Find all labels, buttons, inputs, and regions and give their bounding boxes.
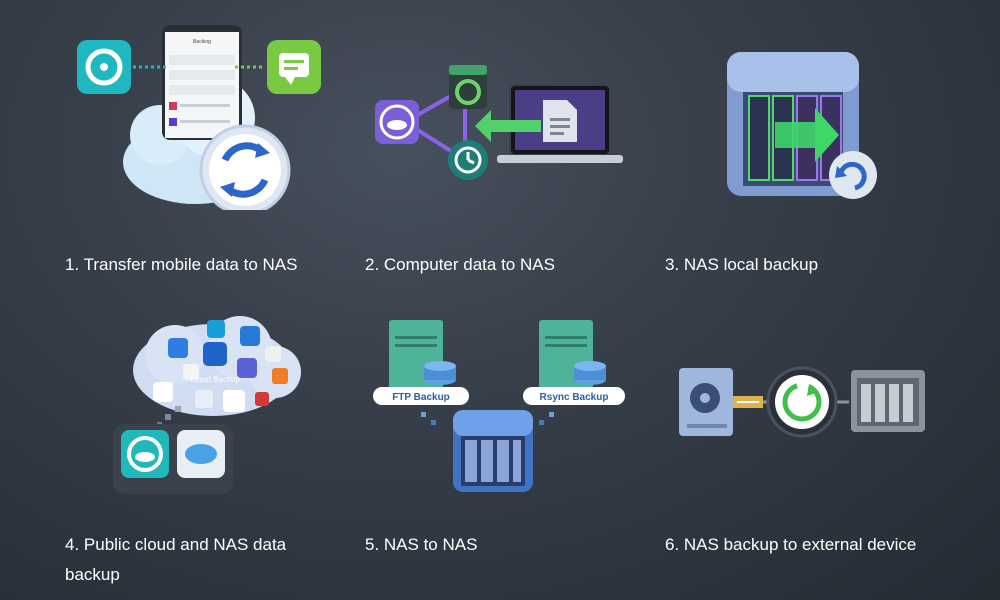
usb-icon <box>733 396 763 408</box>
nas-local-backup-illustration <box>727 52 877 199</box>
caption-computer-to-nas: 2. Computer data to NAS <box>365 255 555 274</box>
photo-icon[interactable] <box>77 40 131 94</box>
backup-arrow-icon <box>775 108 839 162</box>
data-pixel <box>539 420 544 425</box>
nas-icon <box>453 410 533 492</box>
caption-nas-external-device: 6. NAS backup to external device <box>665 535 917 554</box>
service-icon <box>265 346 281 362</box>
nas-icon <box>113 424 233 494</box>
external-drive-icon <box>679 368 733 436</box>
caption-mobile-to-nas: 1. Transfer mobile data to NAS <box>65 255 298 274</box>
caption-nas-local-backup: 3. NAS local backup <box>665 255 819 274</box>
cloud-backup-label: Cloud Backup <box>190 375 240 384</box>
section-mobile-to-nas: Backing <box>65 10 365 290</box>
section-nas-local-backup: 3. NAS local backup <box>665 10 965 290</box>
caption-nas-to-nas: 5. NAS to NAS <box>365 535 478 554</box>
service-icon <box>255 392 269 406</box>
section-public-cloud-backup: Cloud Backup 4. Public cloud and NAS dat… <box>65 300 365 584</box>
service-icon <box>183 364 199 380</box>
sync-circle-icon <box>829 151 877 199</box>
data-pixel <box>175 406 181 412</box>
server-icon <box>539 320 606 390</box>
amazon-icon <box>203 342 227 366</box>
data-pixel <box>549 412 554 417</box>
computer-to-nas-illustration <box>375 65 623 180</box>
onedrive-icon <box>240 326 260 346</box>
document-icon <box>543 100 577 142</box>
data-pixel <box>421 412 426 417</box>
gdrive-icon <box>153 382 173 402</box>
public-cloud-illustration: Cloud Backup <box>113 316 301 494</box>
section-nas-external-device: 6. NAS backup to external device <box>665 300 965 580</box>
section-nas-to-nas: FTP Backup Rsync Backup 5. NAS to NAS <box>365 300 665 580</box>
cloud-services-icon: Cloud Backup <box>133 316 301 416</box>
service-icon <box>207 320 225 338</box>
phone-icon: Backing <box>162 25 242 140</box>
service-icon <box>272 368 288 384</box>
caption-public-cloud-backup: 4. Public cloud and NAS data backup <box>65 535 287 584</box>
rsync-backup-badge: Rsync Backup <box>523 387 625 405</box>
data-pixel <box>431 420 436 425</box>
sync-circle-icon[interactable] <box>766 366 838 438</box>
server-icon <box>389 320 456 390</box>
nas-to-nas-illustration: FTP Backup Rsync Backup <box>373 320 625 492</box>
message-icon[interactable] <box>267 40 321 94</box>
service-icon <box>237 358 257 378</box>
transfer-arrow-icon <box>475 110 541 142</box>
section-computer-to-nas: 2. Computer data to NAS <box>365 10 665 290</box>
disk-icon <box>449 65 487 109</box>
cloud-purple-icon <box>375 100 419 144</box>
mobile-to-nas-illustration: Backing <box>77 25 321 210</box>
ftp-backup-label: FTP Backup <box>392 392 450 403</box>
service-icon <box>195 390 213 408</box>
phone-title: Backing <box>193 39 211 45</box>
nas-icon <box>851 370 925 432</box>
rsync-backup-label: Rsync Backup <box>540 392 609 403</box>
data-pixel <box>165 414 171 420</box>
ftp-backup-badge: FTP Backup <box>373 387 469 405</box>
cloud-sync-icon <box>199 124 291 210</box>
external-device-illustration <box>679 366 925 438</box>
dropbox-icon <box>168 338 188 358</box>
history-icon <box>448 140 488 180</box>
baidu-icon <box>223 390 245 412</box>
